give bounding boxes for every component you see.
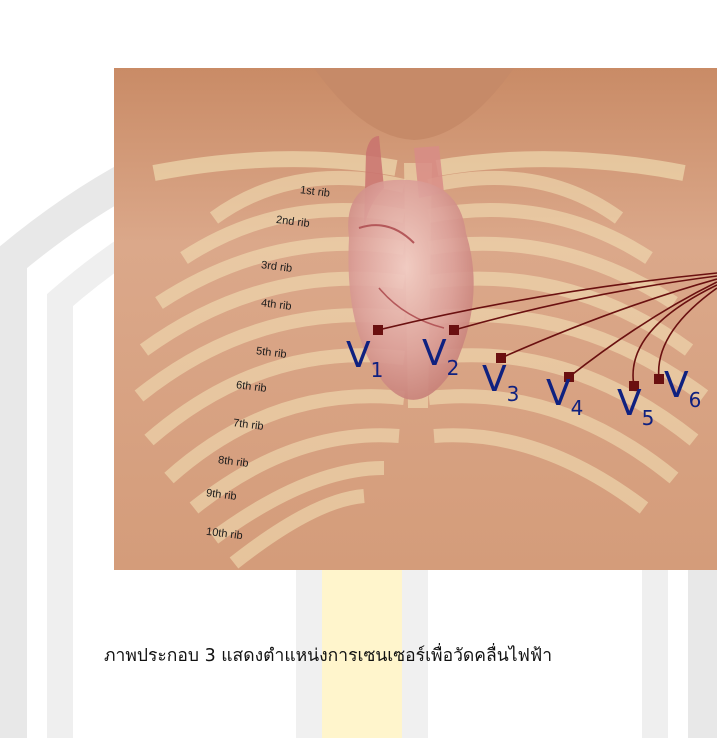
chest-illustration (114, 68, 717, 570)
lead-label-v1: V1 (346, 338, 382, 380)
lead-label-v4: V4 (546, 376, 582, 418)
lead-label-v3: V3 (482, 362, 518, 404)
figure-caption: ภาพประกอบ 3 แสดงตำแหน่งการเซนเซอร์เพื่อว… (104, 641, 717, 669)
lead-label-v2: V2 (422, 336, 458, 378)
lead-label-v5: V5 (617, 386, 653, 428)
lead-label-v6: V6 (664, 368, 700, 410)
chest-electrode-figure: 1st rib 2nd rib 3rd rib 4th rib 5th rib … (114, 68, 717, 570)
